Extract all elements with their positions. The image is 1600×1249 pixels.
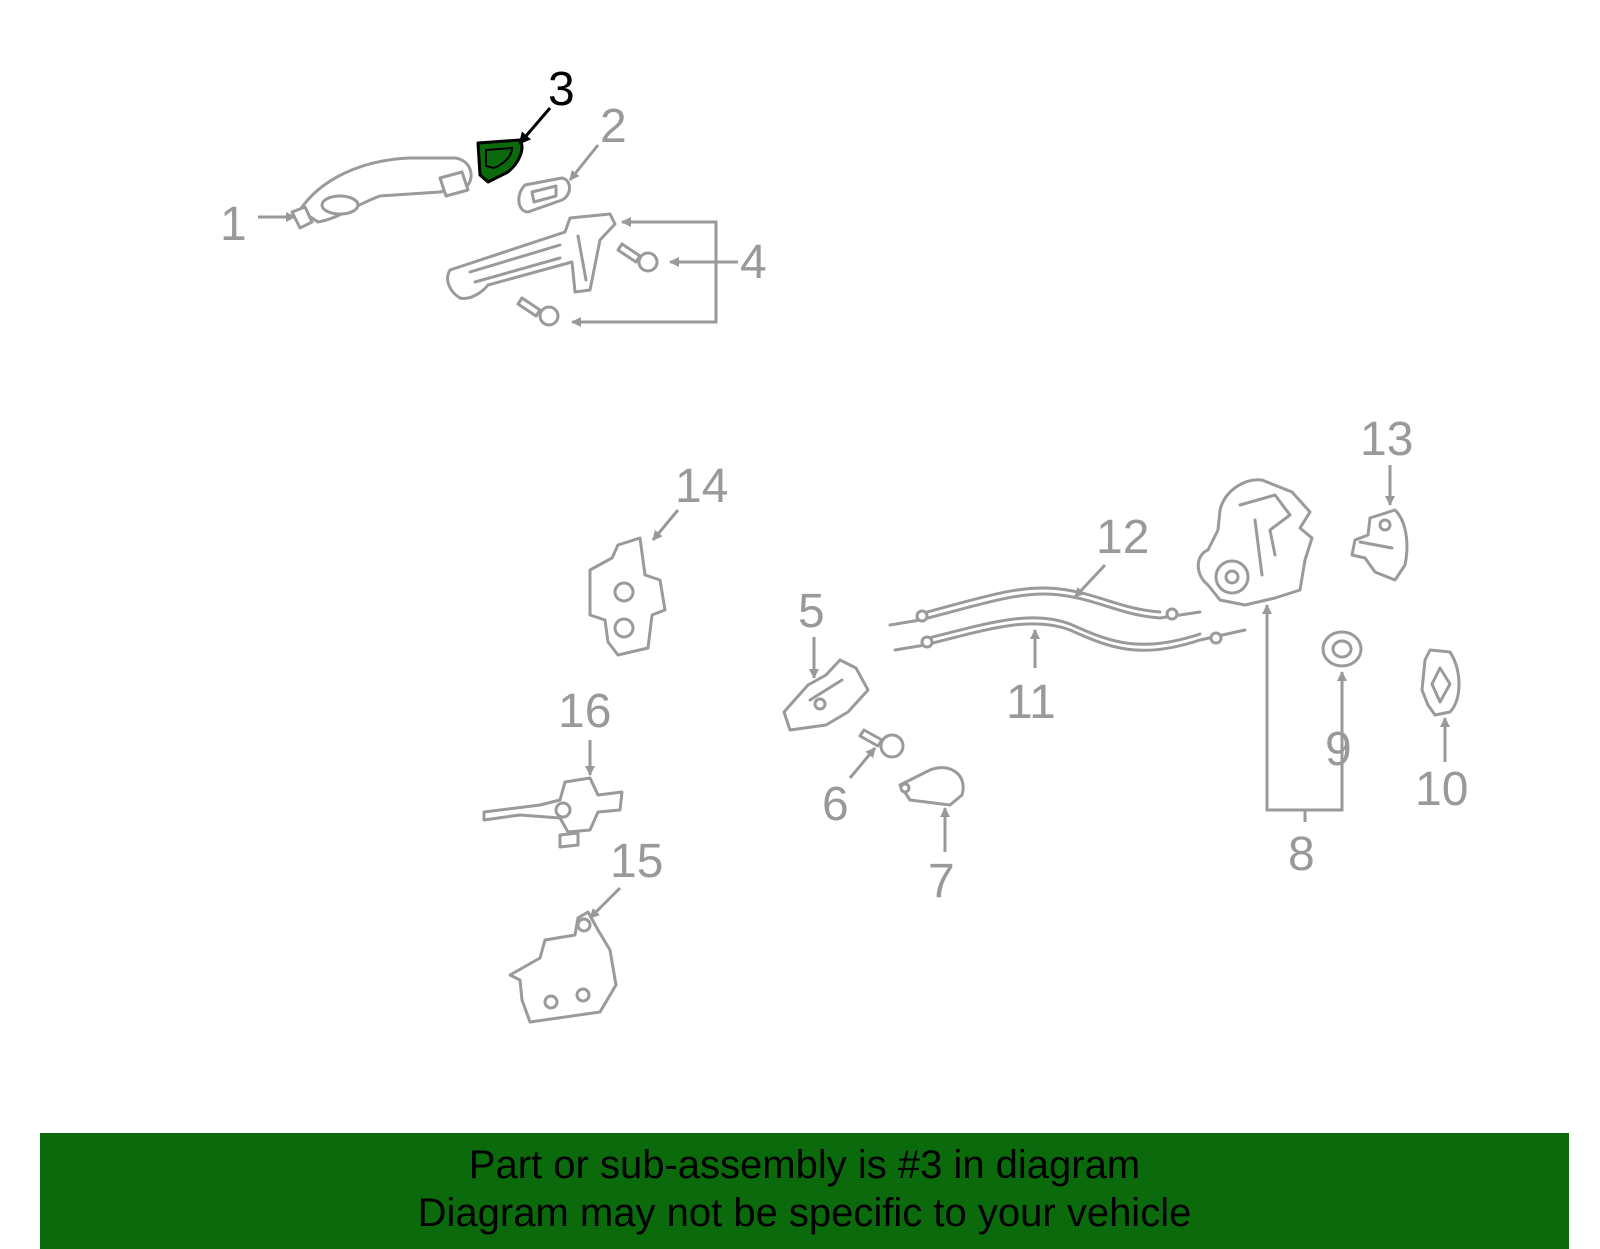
info-banner: Part or sub-assembly is #3 in diagram Di… [40, 1133, 1569, 1249]
callout-4: 4 [740, 236, 767, 289]
part-6-bolt [858, 728, 905, 759]
part-5-bracket [782, 658, 870, 732]
part-15-lower-hinge [508, 910, 618, 1024]
callout-12: 12 [1096, 511, 1149, 564]
callout-10: 10 [1415, 763, 1468, 816]
leader-15 [588, 886, 622, 920]
callout-13: 13 [1360, 413, 1413, 466]
parts-diagram: 1 2 3 4 5 6 7 8 9 10 11 12 13 14 15 16 [220, 63, 1468, 1024]
callout-2: 2 [600, 100, 627, 153]
banner-line-2: Diagram may not be specific to your vehi… [417, 1191, 1192, 1235]
part-1-outside-handle [290, 156, 473, 230]
leader-6 [848, 747, 877, 779]
callout-3: 3 [548, 63, 575, 116]
part-12-cable [888, 586, 1202, 627]
leader-4-bracket [575, 220, 718, 324]
part-16-door-check [482, 776, 624, 849]
callout-9: 9 [1325, 723, 1352, 776]
callout-11: 11 [1006, 676, 1056, 729]
part-11-cable [893, 616, 1247, 652]
callout-1: 1 [220, 198, 247, 251]
part-8-lock-assembly [1196, 478, 1314, 607]
part-4-screw-upper [616, 242, 659, 273]
callout-15: 15 [610, 835, 663, 888]
callout-5: 5 [798, 585, 825, 638]
part-3-handle-cap [476, 138, 524, 184]
part-10-seal [1420, 648, 1461, 717]
leader-2 [568, 144, 600, 181]
part-4-handle-frame [446, 212, 617, 300]
callout-8: 8 [1288, 828, 1315, 881]
part-4-screw-lower [516, 296, 560, 327]
callout-6: 6 [822, 778, 849, 831]
part-13-striker [1350, 508, 1409, 582]
leader-14 [651, 509, 680, 541]
callout-7: 7 [928, 855, 955, 908]
callout-14: 14 [675, 460, 728, 513]
leader-3 [518, 107, 552, 145]
part-14-upper-hinge [588, 536, 667, 657]
part-9-grommet [1321, 630, 1363, 668]
part-7-cover [898, 766, 965, 807]
part-2-gasket [517, 176, 571, 214]
banner-line-1: Part or sub-assembly is #3 in diagram [468, 1143, 1141, 1187]
leader-12 [1073, 563, 1107, 599]
callout-16: 16 [558, 685, 611, 738]
